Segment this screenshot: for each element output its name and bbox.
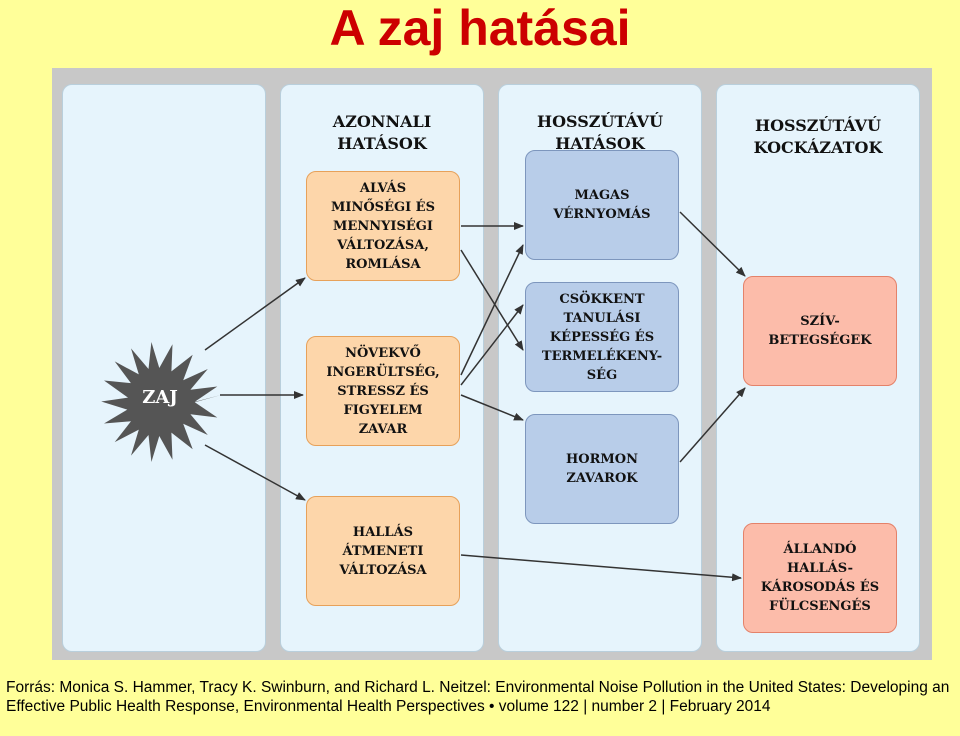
- box-temporary-hearing-change: HALLÁS ÁTMENETI VÁLTOZÁSA: [306, 496, 460, 606]
- source-citation: Forrás: Monica S. Hammer, Tracy K. Swinb…: [6, 679, 950, 715]
- column-header-immediate: AZONNALI HATÁSOK: [332, 112, 432, 153]
- box-permanent-hearing-damage: ÁLLANDÓ HALLÁS- KÁROSODÁS ÉS FÜLCSENGÉS: [743, 523, 897, 633]
- box-irritation-stress: NÖVEKVŐ INGERÜLTSÉG, STRESSZ ÉS FIGYELEM…: [306, 336, 460, 446]
- column-noise: [62, 84, 266, 652]
- noise-effects-diagram: AZONNALI HATÁSOK HOSSZÚTÁVÚ HATÁSOK HOSS…: [52, 68, 932, 660]
- box-heart-disease: SZÍV- BETEGSÉGEK: [743, 276, 897, 386]
- column-header-risks: HOSSZÚTÁVÚ KOCKÁZATOK: [753, 116, 883, 157]
- column-header-long-term: HOSSZÚTÁVÚ HATÁSOK: [536, 112, 664, 153]
- box-reduced-learning: CSÖKKENT TANULÁSI KÉPESSÉG ÉS TERMELÉKEN…: [525, 282, 679, 392]
- box-high-blood-pressure: MAGAS VÉRNYOMÁS: [525, 150, 679, 260]
- box-hormone-disorders: HORMON ZAVAROK: [525, 414, 679, 524]
- box-sleep-quality: ALVÁS MINŐSÉGI ÉS MENNYISÉGI VÁLTOZÁSA, …: [306, 171, 460, 281]
- page-title: A zaj hatásai: [329, 0, 631, 56]
